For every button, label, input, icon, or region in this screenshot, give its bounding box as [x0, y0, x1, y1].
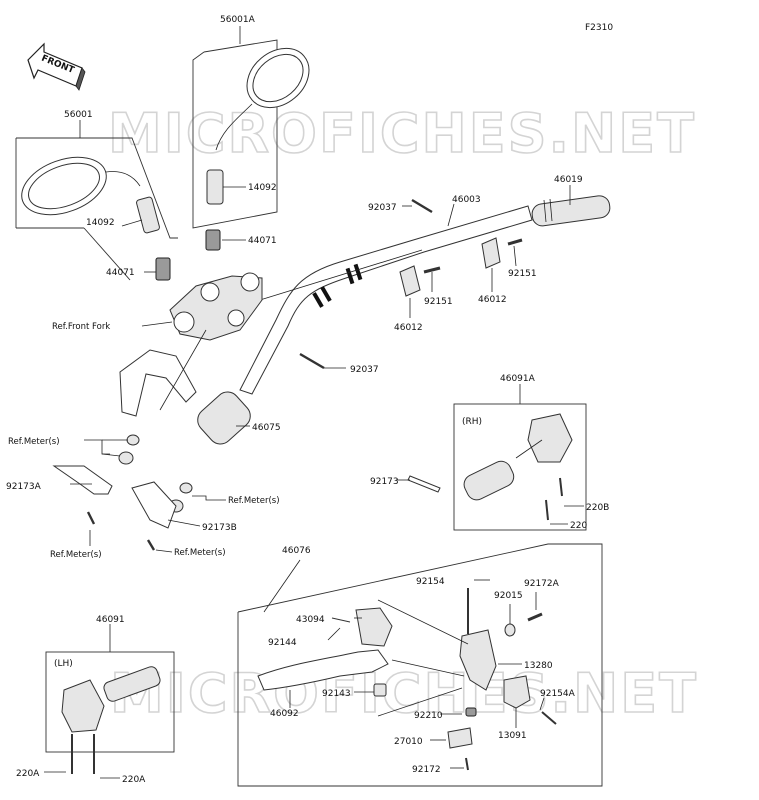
- label-220B: 220B: [586, 503, 609, 513]
- label-92151-b: 92151: [424, 297, 453, 307]
- label-46091A: 46091A: [500, 374, 536, 384]
- label-rh: (RH): [462, 417, 482, 427]
- bolt-92151-right: [507, 238, 523, 267]
- label-46091: 46091: [96, 615, 125, 625]
- label-ref-meter-1: Ref.Meter(s): [8, 437, 60, 447]
- label-13091: 13091: [498, 731, 527, 741]
- label-220: 220: [570, 521, 587, 531]
- label-46075: 46075: [252, 423, 281, 433]
- label-ref-meter-3: Ref.Meter(s): [50, 550, 102, 560]
- label-92154: 92154: [416, 577, 445, 587]
- label-ref-meter-4: Ref.Meter(s): [174, 548, 226, 558]
- label-92151-a: 92151: [508, 269, 537, 279]
- label-56001: 56001: [64, 110, 93, 120]
- mirror-56001A-group: [192, 26, 310, 251]
- figure-code: F2310: [585, 23, 613, 33]
- mirror-56001-group: [15, 120, 178, 281]
- watermark-bottom: MICROFICHES.NET: [110, 662, 698, 725]
- label-92143: 92143: [322, 689, 351, 699]
- switch-46091-group: [44, 624, 175, 779]
- label-46092: 46092: [270, 709, 299, 719]
- label-27010: 27010: [394, 737, 423, 747]
- switch-46091A-group: [453, 384, 587, 531]
- label-92144: 92144: [268, 638, 297, 648]
- label-92173B: 92173B: [202, 523, 237, 533]
- label-ref-meter-2: Ref.Meter(s): [228, 496, 280, 506]
- label-46076: 46076: [282, 546, 311, 556]
- strap-92173: [396, 475, 441, 493]
- label-46019: 46019: [554, 175, 583, 185]
- watermark-top: MICROFICHES.NET: [108, 102, 696, 165]
- label-46012-a: 46012: [478, 295, 507, 305]
- label-92037-b: 92037: [350, 365, 379, 375]
- holder-46012-right: [481, 237, 501, 292]
- front-arrow-icon: FRONT: [27, 42, 86, 91]
- label-13280: 13280: [524, 661, 553, 671]
- label-ref-front-fork: Ref.Front Fork: [52, 322, 110, 332]
- label-92210: 92210: [414, 711, 443, 721]
- label-44071-a: 44071: [248, 236, 277, 246]
- clip-92037-top: [402, 198, 433, 214]
- label-220A-a: 220A: [16, 769, 40, 779]
- upper-bracket: [141, 272, 263, 341]
- grip-46075: [197, 391, 251, 445]
- label-14092-a: 14092: [248, 183, 277, 193]
- meter-bushings-right: [131, 481, 226, 553]
- label-92172: 92172: [412, 765, 441, 775]
- label-92037-a: 92037: [368, 203, 397, 213]
- holder-46012-left: [399, 265, 421, 318]
- label-92172A: 92172A: [524, 579, 560, 589]
- label-92173A: 92173A: [6, 482, 42, 492]
- bolt-92151-left: [423, 266, 441, 292]
- meter-bushings-left: [52, 434, 140, 546]
- label-56001A: 56001A: [220, 15, 256, 25]
- clip-92037-mid: [299, 352, 346, 370]
- label-44071-b: 44071: [106, 268, 135, 278]
- label-92173: 92173: [370, 477, 399, 487]
- label-43094: 43094: [296, 615, 325, 625]
- handlebar-46003: [239, 203, 533, 395]
- label-220A-b: 220A: [122, 775, 146, 785]
- meter-bracket: [119, 329, 207, 417]
- label-lh: (LH): [54, 659, 73, 669]
- label-46012-b: 46012: [394, 323, 423, 333]
- label-92015: 92015: [494, 591, 523, 601]
- label-92154A: 92154A: [540, 689, 576, 699]
- label-14092-b: 14092: [86, 218, 115, 228]
- lever-46076-group: [237, 543, 603, 787]
- grip-46019: [531, 185, 611, 227]
- label-46003: 46003: [452, 195, 481, 205]
- part-labels: 56001A 56001 14092 14092 44071 44071 Ref…: [6, 15, 609, 785]
